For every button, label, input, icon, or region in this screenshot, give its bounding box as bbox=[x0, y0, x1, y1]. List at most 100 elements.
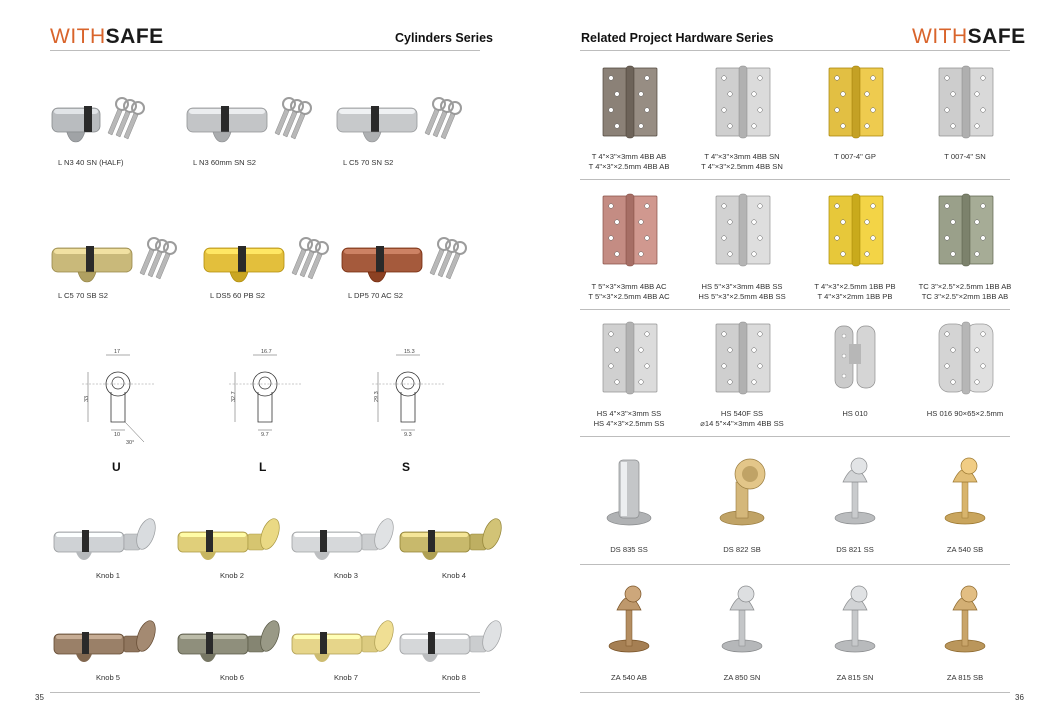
row-divider bbox=[580, 309, 1010, 310]
hinge-label: TC 3"×2.5"×2mm 1BB AB bbox=[921, 292, 1009, 301]
knob-cylinder-image bbox=[177, 620, 280, 662]
left-logo: WITHSAFE bbox=[50, 25, 164, 49]
profile-top-dimension: 17 bbox=[114, 349, 120, 355]
profile-top-dimension: 16.7 bbox=[261, 349, 272, 355]
hinge-label: T 4"×3"×3mm 4BB AB bbox=[591, 152, 667, 161]
hinge-label: HS 5"×3"×2.5mm 4BB SS bbox=[698, 292, 786, 301]
cylinder-profile-diagram: 15.3 29.3 9.3 bbox=[372, 349, 444, 438]
hinge-image bbox=[834, 325, 876, 389]
logo-safe: SAFE bbox=[105, 25, 164, 48]
door-stop-image bbox=[608, 585, 650, 653]
door-stop-image bbox=[719, 458, 766, 526]
hinge-image bbox=[715, 193, 771, 267]
cylinder-image bbox=[51, 97, 145, 143]
hinge-image bbox=[602, 193, 658, 267]
left-footer-divider bbox=[50, 692, 480, 693]
hinge-label: T 4"×3"×3mm 4BB SN bbox=[704, 152, 780, 161]
profile-letter: U bbox=[112, 460, 121, 474]
profile-angle: 30° bbox=[126, 440, 134, 446]
door-stop-label: DS 821 SS bbox=[836, 545, 874, 554]
profile-letter: L bbox=[259, 460, 267, 474]
hinge-image bbox=[602, 65, 658, 139]
knob-label: Knob 4 bbox=[441, 571, 467, 580]
cylinder-label: L N3 60mm SN S2 bbox=[193, 158, 257, 167]
door-stop-image bbox=[721, 585, 763, 653]
right-page-number: 36 bbox=[1015, 693, 1024, 702]
logo-safe: SAFE bbox=[967, 25, 1026, 48]
right-header-divider bbox=[580, 50, 1010, 51]
right-logo: WITHSAFE bbox=[912, 25, 1026, 49]
logo-with: WITH bbox=[50, 25, 106, 48]
hinge-label: HS 5"×3"×3mm 4BB SS bbox=[701, 282, 783, 291]
knob-label: Knob 7 bbox=[333, 673, 359, 682]
profile-bottom-dimension: 9.3 bbox=[404, 432, 412, 438]
knob-cylinder-image bbox=[53, 518, 156, 560]
profile-height-dimension: 29.3 bbox=[374, 391, 380, 402]
hinge-image bbox=[602, 321, 658, 395]
hinge-image bbox=[938, 65, 994, 139]
hinge-label: HS 540F SS bbox=[720, 409, 764, 418]
hinge-label: HS 010 bbox=[842, 409, 868, 418]
hinge-label: HS 016 90×65×2.5mm bbox=[926, 409, 1004, 418]
knob-label: Knob 2 bbox=[219, 571, 245, 580]
cylinder-image bbox=[186, 97, 312, 143]
cylinder-image bbox=[336, 97, 462, 143]
door-stop-image bbox=[834, 585, 876, 653]
hinge-label: T 007-4" SN bbox=[944, 152, 986, 161]
knob-label: Knob 8 bbox=[441, 673, 467, 682]
door-stop-image bbox=[944, 585, 986, 653]
profile-bottom-dimension: 10 bbox=[114, 432, 120, 438]
cylinder-profile-diagram: 16.7 32.7 9.7 bbox=[229, 349, 301, 438]
door-stop-label: ZA 815 SN bbox=[836, 673, 874, 682]
hinge-image bbox=[715, 321, 771, 395]
knob-cylinder-image bbox=[399, 620, 502, 662]
knob-label: Knob 1 bbox=[95, 571, 121, 580]
cylinder-image bbox=[51, 237, 177, 283]
left-page-number: 35 bbox=[35, 693, 44, 702]
door-stop-label: ZA 540 AB bbox=[611, 673, 647, 682]
profile-bottom-dimension: 9.7 bbox=[261, 432, 269, 438]
door-stop-image bbox=[944, 457, 986, 525]
logo-with: WITH bbox=[912, 25, 968, 48]
row-divider bbox=[580, 436, 1010, 437]
hinge-label: HS 4"×3"×2.5mm SS bbox=[593, 419, 665, 428]
hinge-label: HS 4"×3"×3mm SS bbox=[596, 409, 662, 418]
hinge-image bbox=[938, 321, 994, 395]
cylinder-label: L C5 70 SB S2 bbox=[58, 291, 108, 300]
knob-cylinder-image bbox=[291, 620, 394, 662]
cylinder-label: L DS5 60 PB S2 bbox=[210, 291, 266, 300]
cylinder-label: L DP5 70 AC S2 bbox=[348, 291, 404, 300]
door-stop-label: ZA 850 SN bbox=[723, 673, 761, 682]
row-divider bbox=[580, 179, 1010, 180]
door-stop-label: DS 835 SS bbox=[610, 545, 648, 554]
hinge-label: T 5"×3"×2.5mm 4BB AC bbox=[588, 292, 670, 301]
profile-height-dimension: 32.7 bbox=[231, 391, 237, 402]
hinge-label: T 007-4" GP bbox=[834, 152, 876, 161]
right-page-title: Related Project Hardware Series bbox=[581, 31, 774, 45]
cylinder-label: L C5 70 SN S2 bbox=[343, 158, 394, 167]
left-header-divider bbox=[50, 50, 480, 51]
right-footer-divider bbox=[580, 692, 1010, 693]
hinge-label: TC 3"×2.5"×2.5mm 1BB AB bbox=[918, 282, 1012, 291]
cylinder-image bbox=[203, 237, 329, 283]
hinge-label: T 4"×3"×2.5mm 4BB AB bbox=[588, 162, 670, 171]
door-stop-label: ZA 540 SB bbox=[946, 545, 984, 554]
knob-cylinder-image bbox=[399, 518, 502, 560]
knob-label: Knob 5 bbox=[95, 673, 121, 682]
knob-cylinder-image bbox=[291, 518, 394, 560]
left-page-title: Cylinders Series bbox=[395, 31, 493, 45]
hinge-image bbox=[715, 65, 771, 139]
hinge-label: T 4"×3"×2mm 1BB PB bbox=[817, 292, 893, 301]
cylinder-image bbox=[341, 237, 467, 283]
hinge-image bbox=[938, 193, 994, 267]
door-stop-image bbox=[834, 457, 876, 525]
knob-cylinder-image bbox=[177, 518, 280, 560]
profile-height-dimension: 33 bbox=[84, 396, 90, 402]
hinge-label: T 5"×3"×3mm 4BB AC bbox=[591, 282, 667, 291]
hinge-label: T 4"×3"×2.5mm 4BB SN bbox=[701, 162, 783, 171]
profile-letter: S bbox=[402, 460, 411, 474]
knob-cylinder-image bbox=[53, 620, 156, 662]
profile-top-dimension: 15.3 bbox=[404, 349, 415, 355]
knob-label: Knob 6 bbox=[219, 673, 245, 682]
door-stop-label: ZA 815 SB bbox=[946, 673, 984, 682]
